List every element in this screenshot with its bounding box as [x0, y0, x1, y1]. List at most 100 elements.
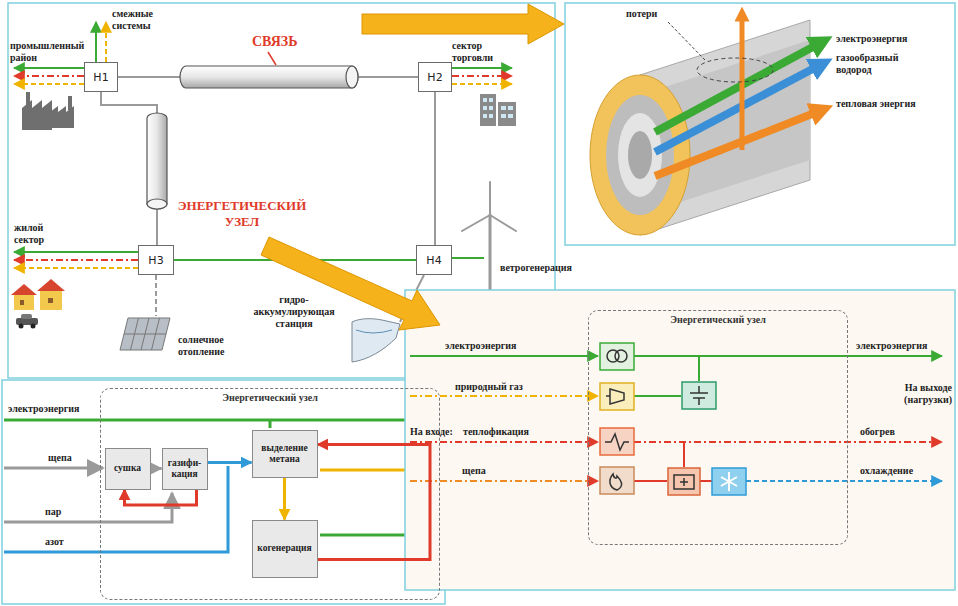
flow-line: [105, 22, 107, 62]
building-icon: [483, 114, 487, 118]
flow-line: [634, 441, 942, 443]
flow-label: природный газ: [455, 381, 523, 393]
flow-label: охлаждение: [860, 465, 913, 477]
factory-icon: [22, 92, 74, 130]
hydro-station-icon: [352, 319, 400, 362]
flow-connector: [151, 467, 162, 470]
flow-line: [14, 75, 84, 77]
hub-icon: [605, 434, 629, 450]
link-cylinder: [180, 66, 358, 88]
building-icon: [489, 114, 493, 118]
link-cylinder: [147, 113, 167, 209]
house-icon: [48, 298, 53, 303]
flow-line: [4, 420, 436, 552]
hub-icon: [606, 389, 624, 404]
house-icon: [19, 324, 24, 329]
flow-line: [14, 259, 138, 261]
node-text: выделение метана: [255, 443, 315, 465]
leader-line: [268, 52, 276, 65]
pipe-illustration: [606, 95, 674, 215]
flow-line: [14, 267, 138, 269]
hydro-station-icon: [356, 330, 392, 333]
building-icon: [501, 114, 506, 118]
house-icon: [20, 300, 24, 305]
wind-turbine-icon: [489, 215, 492, 300]
flow-label: тепловая энергия: [836, 98, 916, 110]
flow-label: теплофикация: [463, 426, 529, 438]
pipe-illustration: [668, 22, 705, 60]
flow-line: [14, 83, 84, 85]
flow-label: азот: [45, 536, 64, 548]
pipe-illustration: [590, 14, 822, 235]
node-text: H4: [426, 254, 441, 267]
wind-turbine-icon: [489, 182, 491, 215]
hub-icon: [668, 468, 700, 495]
flow-line: [746, 480, 942, 482]
flow-line: [452, 75, 512, 77]
flow-label: электроэнергия: [445, 340, 516, 352]
house-icon: [37, 279, 65, 291]
flow-label: промышленный район: [10, 40, 88, 64]
panel-frame: [2, 380, 445, 604]
pipe-illustration: [697, 58, 773, 82]
hub-icon: [600, 343, 746, 495]
hydro-station-icon: [352, 319, 400, 362]
node-text: H2: [427, 71, 442, 84]
link-cylinder: [147, 66, 358, 209]
house-icon: [40, 290, 62, 310]
process-box: сушка: [105, 448, 151, 490]
house-icon: [31, 324, 36, 329]
hub-icon: [721, 472, 737, 491]
wind-turbine-icon: [462, 215, 490, 231]
flow-label: электроэнергия: [8, 403, 79, 415]
link-cylinder: [147, 199, 167, 209]
flow-line: [95, 22, 97, 62]
hub-icon: [600, 343, 634, 370]
building-icon: [489, 106, 493, 110]
flow-line: [698, 356, 700, 381]
hub-icon: [682, 382, 716, 409]
flow-line: [14, 22, 512, 322]
house-icon: [11, 284, 37, 295]
flow-line: [269, 420, 272, 428]
zoom-arrow: [362, 4, 564, 44]
wind-turbine-icon: [490, 215, 516, 231]
building-icon: [480, 94, 496, 126]
flow-label: ветрогенерация: [500, 262, 572, 274]
flow-label: щепа: [462, 465, 486, 477]
flow-line: [410, 355, 598, 357]
pipe-illustration: [590, 75, 690, 235]
hub-icon: [674, 475, 694, 489]
building-icon: [508, 106, 513, 110]
hub-icon: [600, 383, 634, 410]
flow-label: жилой сектор: [14, 222, 70, 246]
node-text: Энергетический узел: [666, 314, 770, 325]
node-text: H3: [148, 254, 163, 267]
callout-title: СВЯЗЬ: [252, 34, 298, 51]
node-text: когенерация: [257, 543, 311, 554]
flow-line: [410, 395, 598, 397]
solar-panel-icon: [120, 318, 170, 350]
flow-label: смежные системы: [112, 8, 172, 32]
pipe-illustration: [618, 113, 662, 197]
house-icon: [16, 318, 38, 325]
hub-node: H2: [418, 62, 452, 92]
flow-line: [14, 67, 84, 69]
flow-line: [155, 275, 157, 316]
node-text: Энергетический узел: [218, 392, 322, 403]
hub-node: H3: [138, 245, 174, 275]
flow-connector: [125, 490, 197, 506]
hub-icon: [610, 474, 622, 490]
house-icon: [14, 294, 34, 310]
energy-hub: Энергетический узел: [588, 310, 848, 545]
flow-label: гидро-аккумулирующая станция: [250, 294, 338, 330]
flow-line: [452, 257, 484, 259]
solar-panel-icon: [124, 318, 166, 350]
building-icon: [498, 102, 516, 126]
flow-label: газообразный водород: [836, 52, 926, 76]
flow-line: [4, 419, 436, 422]
flow-line: [410, 356, 942, 481]
flow-label: сектор торговли: [452, 40, 514, 64]
